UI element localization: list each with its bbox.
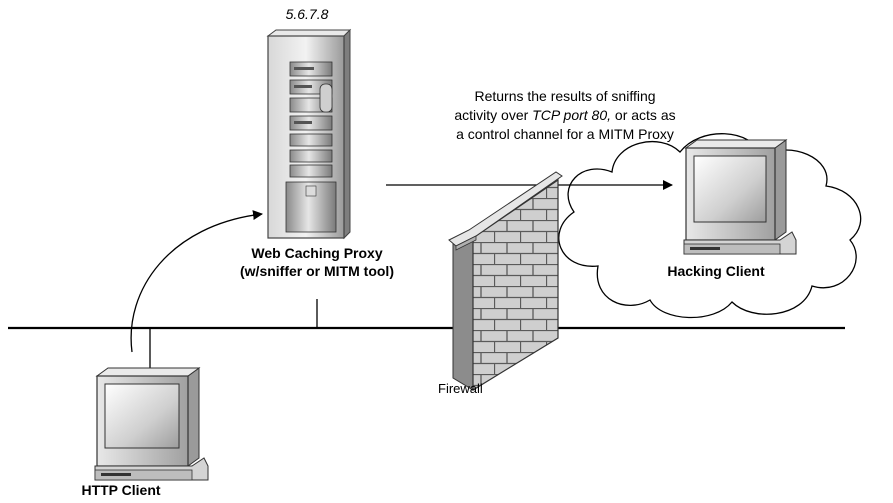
http-client-computer-icon (94, 367, 209, 481)
note-line3: a control channel for a MITM Proxy (456, 126, 674, 142)
note-line2-pre: activity over (454, 107, 533, 123)
request-arrow (130, 210, 263, 353)
hacking-client-computer-icon (683, 139, 797, 255)
proxy-label-line2: (w/sniffer or MITM tool) (240, 263, 394, 279)
note-line1: Returns the results of sniffing (474, 88, 656, 104)
annotation-note: Returns the results of sniffing activity… (430, 87, 700, 144)
proxy-ip-address: 5.6.7.8 (285, 6, 329, 22)
note-line2-port: TCP port 80, (532, 107, 612, 123)
firewall-icon (448, 171, 563, 392)
note-line2: activity over TCP port 80, or acts as (430, 106, 700, 125)
hacking-client-label: Hacking Client (667, 263, 765, 279)
proxy-label: Web Caching Proxy (w/sniffer or MITM too… (208, 244, 426, 280)
proxy-server-icon (266, 28, 352, 240)
http-client-label: HTTP Client (81, 482, 161, 498)
firewall-label: Firewall (438, 381, 483, 396)
note-line2-post: or acts as (611, 107, 676, 123)
proxy-label-line1: Web Caching Proxy (251, 245, 383, 261)
